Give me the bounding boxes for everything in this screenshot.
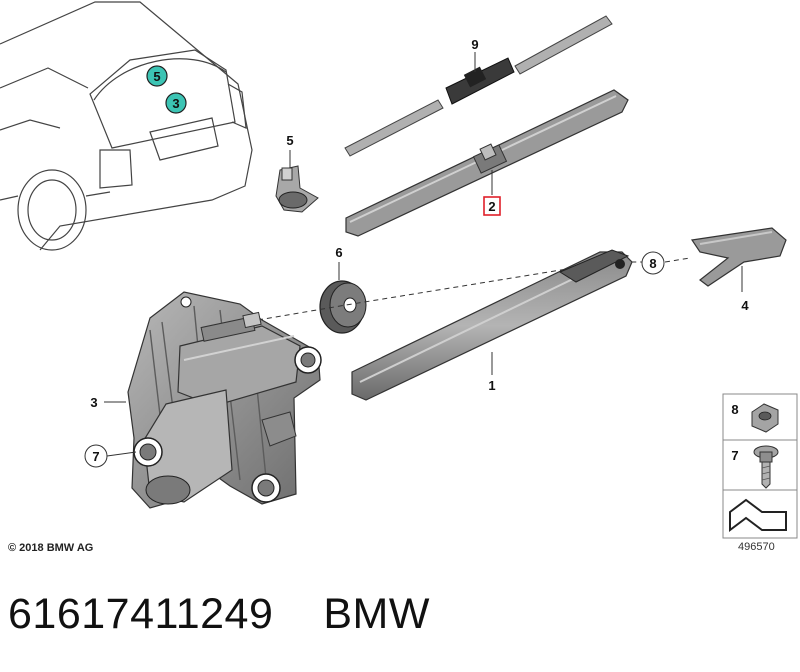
part-brand: BMW <box>323 590 430 638</box>
wiper-blade-part-2[interactable] <box>345 89 629 237</box>
wiper-arm-part-1[interactable] <box>351 249 633 401</box>
car-callout-3[interactable]: 3 <box>165 92 187 114</box>
part-number-line: 61617411249 BMW <box>8 590 430 639</box>
washer-jet-part-5[interactable] <box>275 165 319 213</box>
callout-4[interactable]: 4 <box>741 298 749 313</box>
svg-text:5: 5 <box>153 69 160 84</box>
part-number: 61617411249 <box>8 590 274 638</box>
grommet-part-6[interactable] <box>319 280 367 334</box>
svg-text:8: 8 <box>649 256 656 271</box>
callout-5[interactable]: 5 <box>286 133 293 148</box>
svg-text:2: 2 <box>488 199 495 214</box>
leader-7 <box>106 451 137 457</box>
callout-8[interactable]: 8 <box>641 251 665 275</box>
car-callout-5[interactable]: 5 <box>146 65 168 87</box>
callout-1[interactable]: 1 <box>488 378 495 393</box>
bolt-icon <box>753 445 779 489</box>
svg-text:3: 3 <box>172 96 179 111</box>
body-panel-icon <box>729 498 787 532</box>
cover-cap-part-4[interactable] <box>690 227 787 287</box>
copyright-notice: © 2018 BMW AG <box>8 542 94 554</box>
legend-callout-8[interactable]: 8 <box>731 402 738 417</box>
wiper-motor-part-3[interactable] <box>127 291 322 509</box>
callout-7[interactable]: 7 <box>84 444 108 468</box>
assembly-line-cap <box>664 257 691 263</box>
wiper-rod-part-9[interactable] <box>344 15 613 157</box>
hex-nut-icon <box>751 403 779 433</box>
car-rear-illustration <box>0 1 253 251</box>
callout-6[interactable]: 6 <box>335 245 342 260</box>
callout-3[interactable]: 3 <box>90 395 97 410</box>
diagram-id: 496570 <box>738 541 775 553</box>
legend-callout-7[interactable]: 7 <box>731 448 738 463</box>
svg-text:7: 7 <box>92 449 99 464</box>
callout-9[interactable]: 9 <box>471 37 478 52</box>
callout-2-selected[interactable]: 2 <box>483 196 501 216</box>
